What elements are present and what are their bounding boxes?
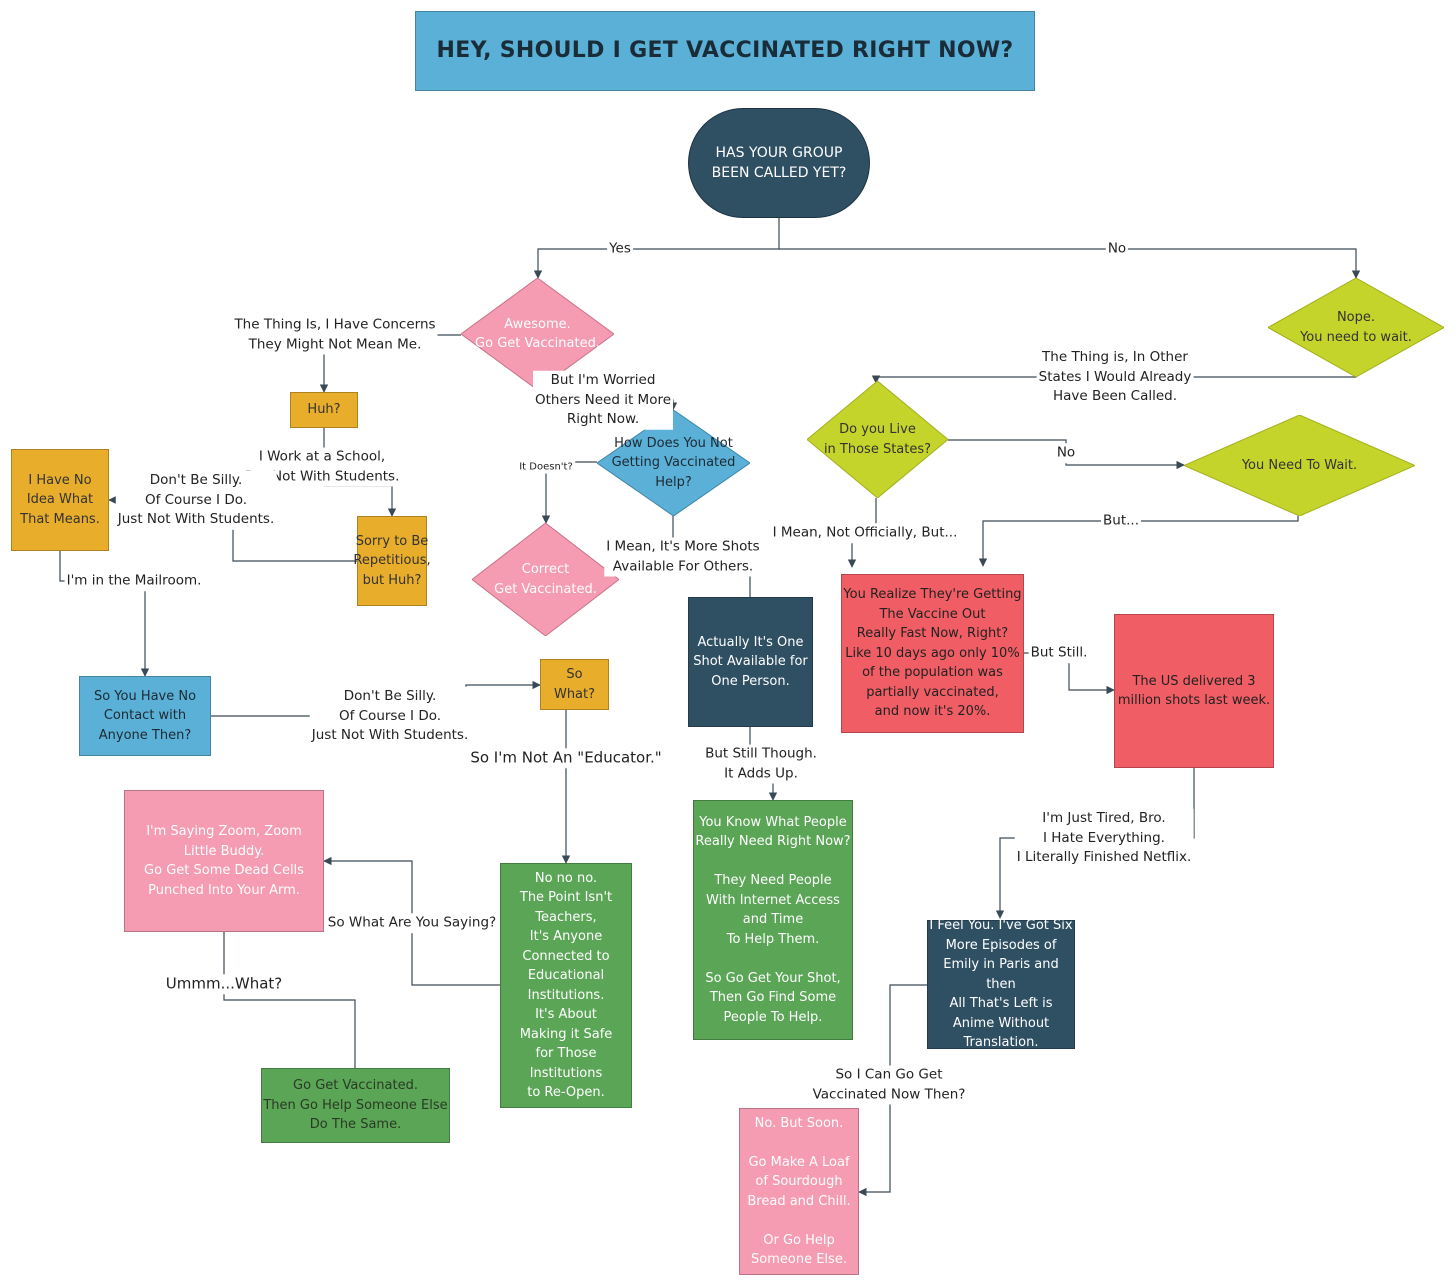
no-contact-box: So You Have No Contact with Anyone Then? xyxy=(79,676,211,756)
you-know-box: You Know What People Really Need Right N… xyxy=(693,800,853,1040)
label-more-shots: I Mean, It's More Shots Available For Ot… xyxy=(604,537,762,577)
label-ummm: Ummm...What? xyxy=(163,974,285,994)
label-tired: I'm Just Tired, Bro. I Hate Everything. … xyxy=(1014,808,1194,868)
start-node: HAS YOUR GROUP BEEN CALLED YET? xyxy=(688,108,870,218)
do-you-live-text: Do you Live in Those States? xyxy=(823,422,932,457)
label-no-2: No xyxy=(1054,443,1078,463)
label-mailroom: I'm in the Mailroom. xyxy=(64,571,204,591)
how-does-text: How Does You Not Getting Vaccinated Help… xyxy=(611,435,736,490)
you-realize-box: You Realize They're Getting The Vaccine … xyxy=(841,574,1024,733)
do-you-live-diamond: Do you Live in Those States? xyxy=(807,381,948,498)
nope-diamond: Nope. You need to wait. xyxy=(1268,278,1444,377)
edge-start-no xyxy=(779,248,1361,279)
no-idea-box: I Have No Idea What That Means. xyxy=(11,449,109,551)
zoom-box: I'm Saying Zoom, Zoom Little Buddy. Go G… xyxy=(124,790,324,932)
label-can-go: So I Can Go Get Vaccinated Now Then? xyxy=(810,1065,968,1105)
label-concerns: The Thing Is, I Have Concerns They Might… xyxy=(232,315,438,355)
sorry-repetitious-box: Sorry to Be Repetitious, but Huh? xyxy=(353,516,431,606)
how-does-diamond: How Does You Not Getting Vaccinated Help… xyxy=(597,410,750,516)
label-but-still: But Still. xyxy=(1028,643,1090,663)
edge-start-yes xyxy=(533,218,780,279)
correct-text: Correct Get Vaccinated. xyxy=(494,562,597,597)
you-need-wait-diamond: You Need To Wait. xyxy=(1184,415,1415,516)
label-dont-be-silly-2: Don't Be Silly. Of Course I Do. Just Not… xyxy=(309,686,471,746)
label-not-officially: I Mean, Not Officially, But... xyxy=(770,523,960,543)
label-not-educator: So I'm Not An "Educator." xyxy=(468,748,664,768)
feel-you-box: I Feel You. I've Got Six More Episodes o… xyxy=(927,918,1075,1050)
so-what-box: So What? xyxy=(540,659,609,710)
us-delivered-box: The US delivered 3 million shots last we… xyxy=(1114,614,1274,768)
label-but: But... xyxy=(1101,511,1141,531)
huh-box: Huh? xyxy=(290,392,358,428)
actually-one-shot-box: Actually It's One Shot Available for One… xyxy=(688,597,813,727)
awesome-diamond: Awesome. Go Get Vaccinated. xyxy=(461,278,614,390)
go-get-help-box: Go Get Vaccinated. Then Go Help Someone … xyxy=(261,1068,450,1143)
label-it-doesnt: It Doesn't? xyxy=(517,460,575,474)
label-dont-be-silly-1: Don't Be Silly. Of Course I Do. Just Not… xyxy=(115,470,277,530)
nope-text: Nope. You need to wait. xyxy=(1300,310,1412,345)
awesome-text: Awesome. Go Get Vaccinated. xyxy=(475,316,600,352)
edge-noidea-nocontact xyxy=(59,551,150,677)
you-need-wait-text: You Need To Wait. xyxy=(1241,457,1358,473)
chart-title: HEY, SHOULD I GET VACCINATED RIGHT NOW? xyxy=(415,11,1035,91)
label-no: No xyxy=(1105,239,1129,259)
label-what-saying: So What Are You Saying? xyxy=(325,913,499,933)
label-other-states: The Thing is, In Other States I Would Al… xyxy=(1036,347,1194,407)
point-isnt-box: No no no. The Point Isn't Teachers, It's… xyxy=(500,863,632,1108)
edge-zoom-gogethelp xyxy=(223,932,356,1068)
label-yes: Yes xyxy=(607,239,633,259)
correct-diamond: Correct Get Vaccinated. xyxy=(472,523,619,636)
label-still-though: But Still Though. It Adds Up. xyxy=(703,744,819,784)
no-but-soon-box: No. But Soon. Go Make A Loaf of Sourdoug… xyxy=(739,1108,859,1275)
label-worried: But I'm Worried Others Need it More Righ… xyxy=(532,370,674,430)
